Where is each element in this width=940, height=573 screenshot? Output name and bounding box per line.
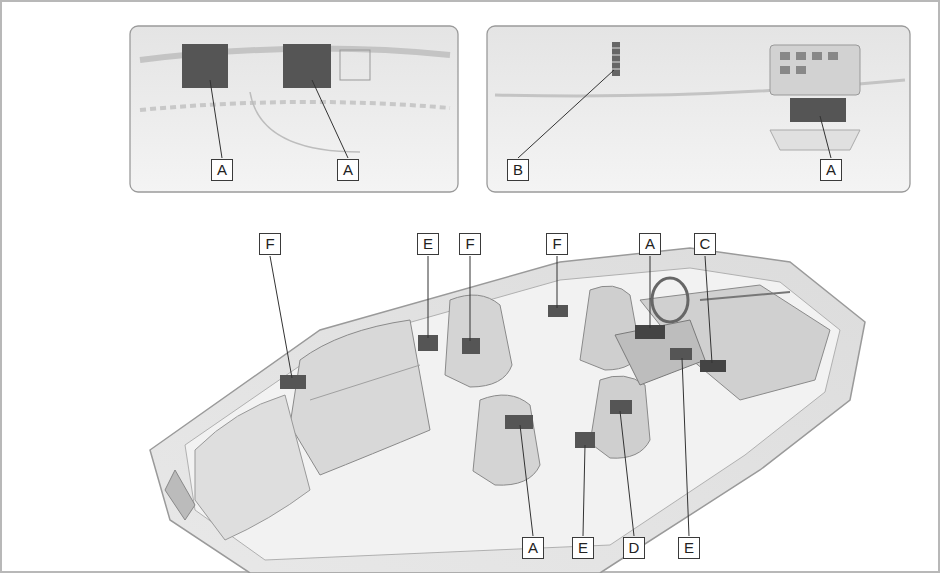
dark-pad	[462, 338, 480, 354]
callout-letter: E	[572, 537, 594, 559]
callout-letter: F	[546, 233, 568, 255]
callout-letter: F	[259, 233, 281, 255]
callout-letter: A	[337, 159, 359, 181]
ceiling-inset	[130, 26, 458, 192]
dark-pad	[610, 400, 632, 414]
callout-letter: A	[211, 159, 233, 181]
leader-lines	[210, 70, 831, 536]
car-body	[150, 248, 865, 573]
callout-letter: A	[639, 233, 661, 255]
dark-pad	[670, 348, 692, 360]
callout-letter: E	[417, 233, 439, 255]
dark-pad	[280, 375, 306, 389]
dark-pad	[700, 360, 726, 372]
callout-letter: D	[623, 537, 645, 559]
callout-letter: E	[678, 537, 700, 559]
dark-pad	[548, 305, 568, 317]
callout-letter: C	[694, 233, 716, 255]
callout-letter: B	[507, 159, 529, 181]
callout-letter: A	[820, 159, 842, 181]
overhead-inset	[487, 26, 910, 192]
dark-pad	[505, 415, 533, 429]
callout-letter: F	[459, 233, 481, 255]
callout-letter: A	[522, 537, 544, 559]
